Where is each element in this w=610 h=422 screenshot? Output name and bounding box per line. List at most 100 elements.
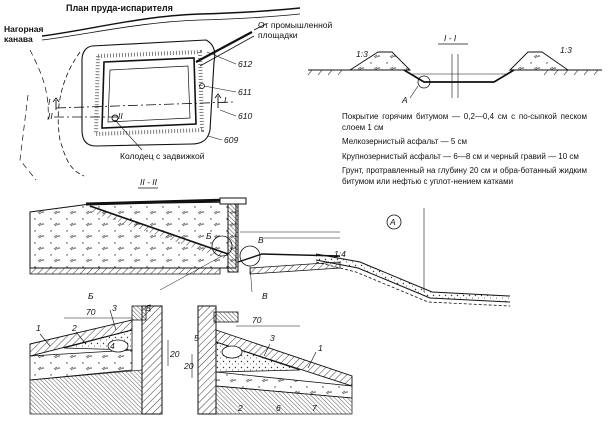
detail-b-dim-70-label: 70 bbox=[86, 307, 96, 317]
detail-v-wall-cap bbox=[213, 311, 239, 323]
legend-item-1: Покрытие горячим битумом — 0,2—0,4 см с … bbox=[342, 112, 587, 132]
legend-item-2: Мелкозернистый асфальт — 5 см bbox=[342, 137, 467, 146]
detail-b-leader bbox=[159, 255, 223, 291]
detail-b-callout-label-2: 2 bbox=[72, 323, 77, 333]
pond-bottom-lining bbox=[403, 69, 515, 83]
detail-v-callout-3 bbox=[263, 343, 271, 357]
legend-item-3: Крупнозернистый асфальт — 6—8 см и черны… bbox=[342, 151, 579, 161]
detail-v-callout-1 bbox=[307, 351, 317, 369]
ref-609-leader bbox=[207, 135, 223, 141]
source-arrow bbox=[253, 23, 267, 31]
detail-v-joint bbox=[221, 345, 243, 359]
detail-a-slope: 1:4 bbox=[334, 249, 346, 259]
inflow-node bbox=[199, 83, 205, 89]
detail-v-leader bbox=[249, 265, 253, 293]
base-ground-right bbox=[249, 261, 341, 275]
section-i-i bbox=[307, 43, 602, 99]
source-label: От промышленной площадки bbox=[258, 20, 333, 40]
detail-b-callout-3 bbox=[109, 309, 117, 331]
ref-610-leader bbox=[219, 109, 237, 117]
plan-ref-612: 612 bbox=[238, 59, 253, 69]
plan-title: План пруда-испарителя bbox=[66, 3, 173, 13]
right-embankment bbox=[508, 51, 570, 71]
detail-a-base bbox=[315, 261, 511, 307]
section-ii-detail-b: Б bbox=[206, 231, 212, 241]
section-ii-circle-v: В bbox=[262, 291, 268, 301]
plan-section-mark-left-i: I bbox=[48, 97, 51, 107]
detail-b-dim-20-label: 20 bbox=[170, 349, 180, 359]
detail-a-circle bbox=[417, 75, 431, 89]
plan-section-mark-inner-ii: II bbox=[118, 111, 123, 121]
left-embankment bbox=[348, 51, 412, 71]
section-i-detail-marker: A bbox=[402, 95, 408, 105]
detail-b-callout-1 bbox=[39, 333, 51, 347]
section-i-slope-left: 1:3 bbox=[356, 49, 368, 59]
detail-b-callout-label-4: 4 bbox=[110, 341, 115, 351]
detail-v-callout-label-2: 2 bbox=[238, 403, 243, 413]
detail-b-callout-label-3: 3 bbox=[112, 303, 117, 313]
pond-inner-line bbox=[107, 65, 191, 123]
detail-b-callout-label-5: 5 bbox=[146, 303, 151, 313]
detail-v-callout-label-6: 6 bbox=[276, 403, 281, 413]
valve-well-label: Колодец с задвижкой bbox=[120, 151, 205, 161]
detail-b-callout-2 bbox=[75, 331, 87, 345]
legend-item-4: Грунт, протравленный на глубину 20 см и … bbox=[342, 166, 587, 186]
plan-ref-610: 610 bbox=[238, 111, 253, 121]
detail-a-label: A bbox=[390, 217, 396, 227]
dam-crest-lining bbox=[85, 198, 229, 206]
upland-ditch-line-2 bbox=[41, 13, 301, 41]
lining-legend: Покрытие горячим битумом — 0,2—0,4 см с … bbox=[342, 112, 587, 187]
detail-b bbox=[29, 304, 169, 415]
detail-v bbox=[191, 305, 353, 415]
detail-b-layer bbox=[29, 349, 133, 381]
section-arrow-right-i bbox=[214, 93, 222, 108]
detail-v-callout-label-5: 5 bbox=[194, 333, 199, 343]
terrain-dashed-line-3 bbox=[19, 94, 37, 181]
pond-inner-water bbox=[101, 57, 197, 129]
pond-plan bbox=[19, 7, 301, 181]
section-line-i bbox=[55, 101, 235, 109]
plan-ref-611: 611 bbox=[238, 87, 252, 97]
outlet-well bbox=[227, 199, 239, 273]
valve-well-icon bbox=[111, 114, 119, 122]
base-ground bbox=[29, 267, 221, 275]
detail-a-lining-fill bbox=[316, 254, 510, 302]
inflow-pipe bbox=[195, 31, 253, 63]
section-ii-title: II - II bbox=[140, 177, 157, 187]
terrain-dashed-line-2 bbox=[29, 49, 49, 121]
detail-a-leader bbox=[409, 85, 419, 99]
detail-v-callout-label-3: 3 bbox=[270, 333, 275, 343]
upland-ditch-label: Нагорная канава bbox=[4, 24, 44, 44]
outlet-well-cap bbox=[219, 197, 247, 205]
ref-611-leader bbox=[203, 85, 237, 93]
detail-a-label-circle bbox=[386, 214, 402, 230]
well-leader bbox=[114, 119, 143, 151]
detail-v-dim-70-label: 70 bbox=[252, 315, 262, 325]
ground-hatch bbox=[307, 69, 599, 76]
plan-ref-609: 609 bbox=[224, 135, 239, 145]
section-i-title: I - I bbox=[444, 33, 457, 43]
plan-section-mark-right-i: I bbox=[224, 95, 227, 105]
upland-ditch-line bbox=[41, 7, 301, 37]
section-i-slope-right: 1:3 bbox=[560, 45, 572, 55]
inflow-pipe-edge bbox=[199, 35, 255, 67]
detail-b-wall bbox=[141, 305, 163, 415]
section-ii-circle-b: Б bbox=[88, 291, 94, 301]
section-ii-ii bbox=[29, 187, 341, 293]
dam-slope-hatch bbox=[90, 206, 228, 260]
detail-b-callout-label-1: 1 bbox=[36, 323, 41, 333]
pond-berm-ring bbox=[93, 49, 205, 137]
detail-a bbox=[315, 208, 511, 307]
detail-v-foundation bbox=[215, 385, 353, 415]
section-ii-detail-v: В bbox=[258, 235, 264, 245]
terrain-dashed-line bbox=[57, 51, 85, 177]
detail-b-wall-cap bbox=[131, 305, 147, 321]
outlet-channel bbox=[237, 253, 341, 263]
detail-v-callout-label-1: 1 bbox=[318, 343, 323, 353]
plan-section-mark-left-ii: II bbox=[48, 111, 53, 121]
ref-612-leader bbox=[206, 51, 237, 65]
section-arrow-left-i bbox=[52, 97, 60, 110]
detail-b-foundation bbox=[29, 369, 143, 415]
detail-v-wall bbox=[197, 305, 217, 415]
detail-v-callout-label-7: 7 bbox=[312, 403, 317, 413]
